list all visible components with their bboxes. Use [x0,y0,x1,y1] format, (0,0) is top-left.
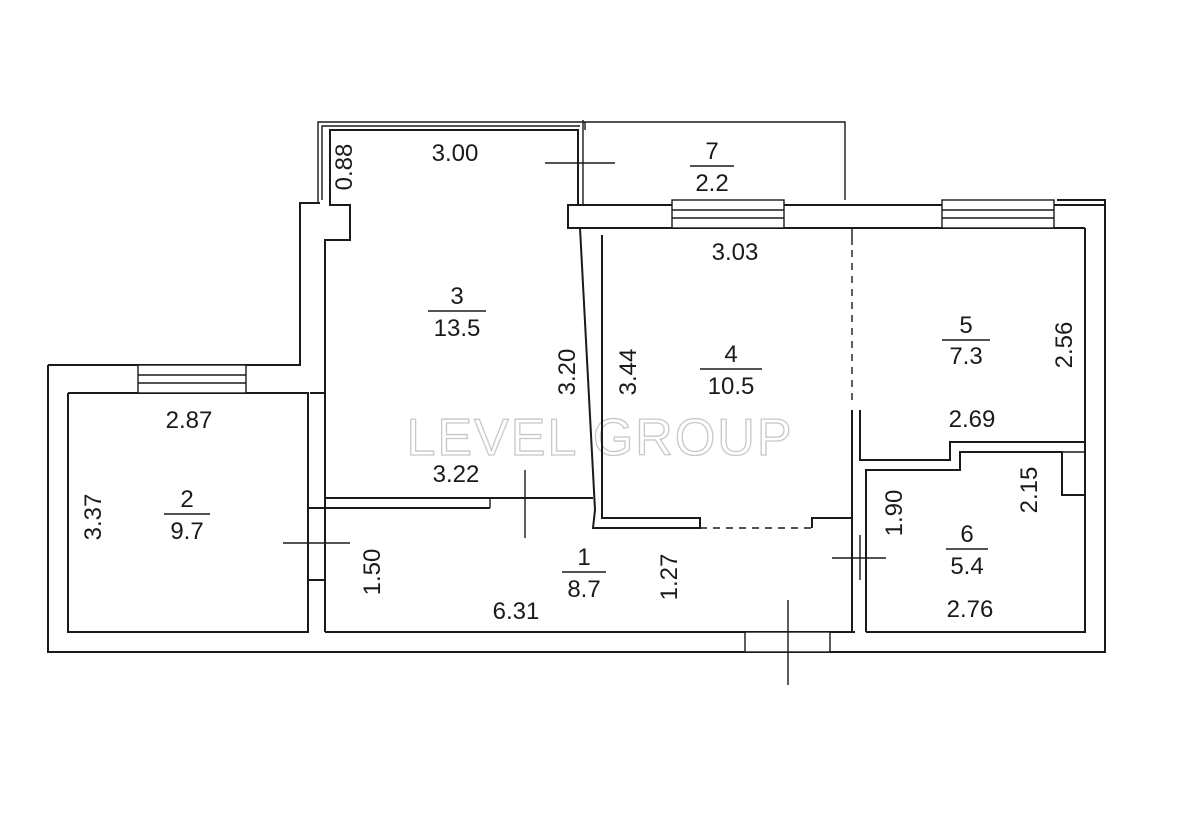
room-7-number: 7 [705,138,718,165]
window-room-4 [671,199,785,229]
dim-room6-height-left: 1.90 [881,490,908,537]
room-2-number: 2 [180,486,193,513]
room-5-area: 7.3 [949,343,982,370]
room-2-area: 9.7 [170,518,203,545]
dim-room6-width: 2.76 [947,596,994,623]
room-7-area: 2.2 [695,170,728,197]
dim-room2-height: 3.37 [80,494,107,541]
room-5-number: 5 [959,312,972,339]
interior-walls [308,227,1085,632]
dim-room5-height: 2.56 [1051,322,1078,369]
room-3-area: 13.5 [434,315,481,342]
dim-hall-height-mid: 1.27 [656,554,683,601]
room-4-area: 10.5 [708,373,755,400]
room-6-area: 5.4 [950,553,983,580]
room-1-number: 1 [577,544,590,571]
dimension-labels: 3.00 0.88 3.20 3.22 3.03 3.44 2.56 2.69 … [80,140,1078,625]
dim-room3-niche: 0.88 [331,144,358,191]
watermark-logo: LEVEL GROUP [406,409,793,467]
dim-room2-width: 2.87 [166,407,213,434]
dim-hall-height-left: 1.50 [359,549,386,596]
dim-room4-height: 3.44 [615,349,642,396]
room-labels: 3 13.5 7 2.2 4 10.5 5 7.3 2 9.7 1 8.7 6 … [164,138,990,603]
dim-room3-height: 3.20 [554,349,581,396]
dim-room4-width: 3.03 [712,239,759,266]
dim-room3-width-top: 3.00 [432,140,479,167]
door-marks [283,120,886,685]
room-6-number: 6 [960,521,973,548]
dim-hall-width: 6.31 [493,598,540,625]
window-room-5 [941,199,1055,229]
room-4-number: 4 [724,341,737,368]
room-3-number: 3 [450,283,463,310]
window-room-2 [137,364,247,394]
dim-room6-height-right: 2.15 [1016,467,1043,514]
room-1-area: 8.7 [567,576,600,603]
dim-room3-width-bottom: 3.22 [433,461,480,488]
windows [137,199,1055,653]
dim-room5-width: 2.69 [949,406,996,433]
